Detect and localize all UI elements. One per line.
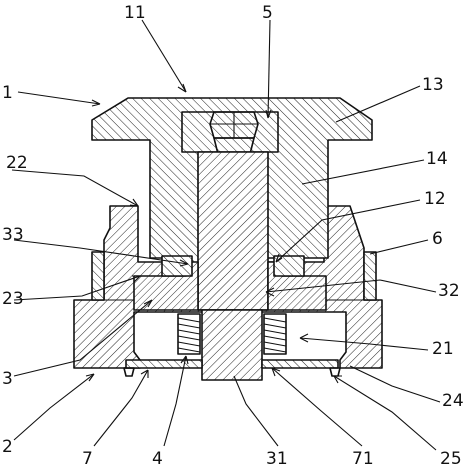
label-1: 1 [2,83,13,103]
leader-lines [11,19,441,451]
right-spring [263,313,287,355]
label-3: 3 [2,369,13,389]
label-7: 7 [82,449,93,469]
left-spring [177,313,201,355]
label-32: 32 [438,281,460,301]
label-4: 4 [152,449,163,469]
label-14: 14 [426,149,448,169]
label-23: 23 [2,289,24,309]
label-6: 6 [432,229,443,249]
bottom-cover [123,359,341,377]
label-21: 21 [432,339,454,359]
label-13: 13 [422,75,444,95]
label-2: 2 [2,437,13,457]
label-33: 33 [2,225,24,245]
reference-labels: 11 5 1 13 22 14 12 33 6 23 32 21 3 24 2 … [2,3,464,469]
label-12: 12 [424,189,446,209]
label-25: 25 [440,449,462,469]
label-71: 71 [352,449,374,469]
label-5: 5 [262,3,273,23]
plunger [201,309,263,381]
label-22: 22 [6,153,28,173]
label-24: 24 [442,391,464,411]
label-31: 31 [266,449,288,469]
screw-shank [197,151,269,311]
label-11: 11 [124,3,146,23]
